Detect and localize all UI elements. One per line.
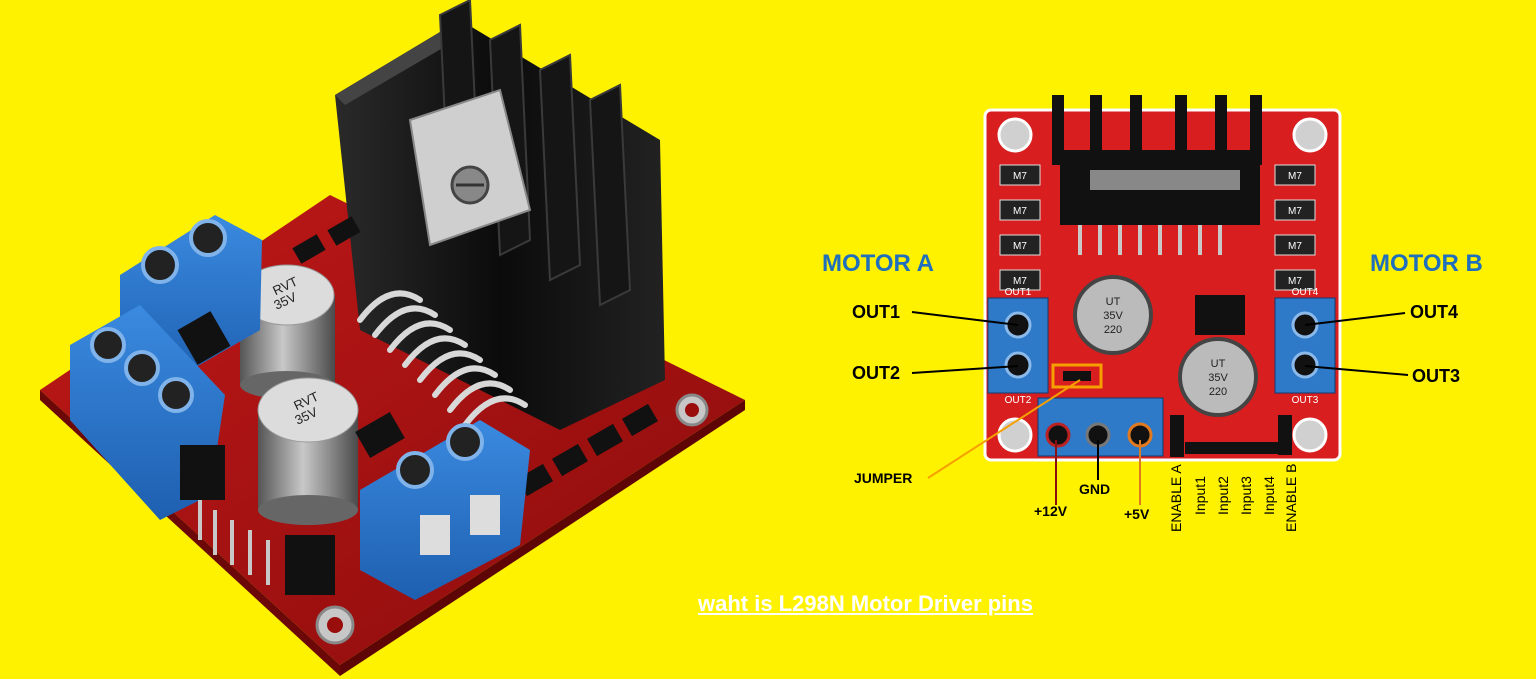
svg-text:M7: M7 bbox=[1013, 206, 1027, 217]
svg-text:M7: M7 bbox=[1288, 241, 1302, 252]
out4-label: OUT4 bbox=[1410, 302, 1459, 322]
jumper bbox=[1063, 371, 1091, 381]
mount-hole bbox=[1292, 417, 1328, 453]
svg-text:OUT3: OUT3 bbox=[1292, 395, 1319, 406]
capacitor: UT 35V 220 bbox=[1178, 337, 1258, 417]
input4-label: Input4 bbox=[1261, 476, 1277, 515]
l298n-board-photo: RVT 35V RVT 35V bbox=[40, 0, 745, 676]
terminal-out1-out2: OUT1 OUT2 bbox=[987, 287, 1049, 406]
out1-label: OUT1 bbox=[852, 302, 901, 322]
motor-b-label: MOTOR B bbox=[1370, 250, 1483, 277]
mount-hole bbox=[997, 417, 1033, 453]
mount-hole bbox=[685, 403, 699, 417]
svg-text:M7: M7 bbox=[1288, 276, 1302, 287]
diode-array-right: M7 M7 M7 M7 bbox=[1274, 164, 1316, 291]
svg-text:OUT1: OUT1 bbox=[1005, 287, 1032, 298]
plus12v-label: +12V bbox=[1034, 503, 1068, 519]
header-pins bbox=[177, 311, 335, 595]
voltage-regulator bbox=[1195, 295, 1245, 335]
control-header bbox=[1170, 415, 1292, 457]
capacitor: RVT 35V bbox=[257, 377, 359, 525]
svg-text:M7: M7 bbox=[1288, 171, 1302, 182]
terminal-block-2pin bbox=[360, 420, 530, 600]
l298n-board-topview: M7 M7 M7 M7 M7 M7 M7 M7 UT 35V 220 UT 35… bbox=[983, 95, 1342, 462]
svg-text:UT: UT bbox=[1106, 296, 1121, 308]
svg-text:UT: UT bbox=[1211, 358, 1226, 370]
capacitor: UT 35V 220 bbox=[1073, 275, 1153, 355]
diode-array-left: M7 M7 M7 M7 bbox=[999, 164, 1041, 291]
out3-label: OUT3 bbox=[1412, 366, 1461, 386]
svg-text:M7: M7 bbox=[1288, 206, 1302, 217]
svg-text:M7: M7 bbox=[1013, 171, 1027, 182]
svg-text:35V: 35V bbox=[1208, 372, 1228, 384]
caption: waht is L298N Motor Driver pins bbox=[698, 591, 1033, 616]
mount-hole bbox=[1292, 117, 1328, 153]
plus5v-label: +5V bbox=[1124, 506, 1150, 522]
mount-hole bbox=[327, 617, 343, 633]
gnd-label: GND bbox=[1079, 481, 1111, 497]
input3-label: Input3 bbox=[1238, 476, 1254, 515]
svg-text:M7: M7 bbox=[1013, 241, 1027, 252]
svg-text:OUT2: OUT2 bbox=[1005, 395, 1032, 406]
motor-a-label: MOTOR A bbox=[822, 250, 934, 277]
svg-text:220: 220 bbox=[1209, 386, 1227, 398]
smd-diodes bbox=[292, 216, 658, 497]
enable-b-label: ENABLE B bbox=[1283, 463, 1299, 532]
mount-hole bbox=[997, 117, 1033, 153]
input1-label: Input1 bbox=[1192, 476, 1208, 515]
input2-label: Input2 bbox=[1215, 476, 1231, 515]
jumper-label: JUMPER bbox=[854, 470, 913, 486]
out2-label: OUT2 bbox=[852, 363, 901, 383]
svg-text:OUT4: OUT4 bbox=[1292, 287, 1319, 298]
svg-text:220: 220 bbox=[1104, 324, 1122, 336]
ic-pins bbox=[357, 290, 528, 428]
svg-text:M7: M7 bbox=[1013, 276, 1027, 287]
enable-a-label: ENABLE A bbox=[1168, 464, 1184, 532]
terminal-power bbox=[1037, 397, 1164, 457]
heat-sink bbox=[1052, 95, 1262, 255]
svg-text:35V: 35V bbox=[1103, 310, 1123, 322]
terminal-out3-out4: OUT4 OUT3 bbox=[1274, 287, 1336, 406]
